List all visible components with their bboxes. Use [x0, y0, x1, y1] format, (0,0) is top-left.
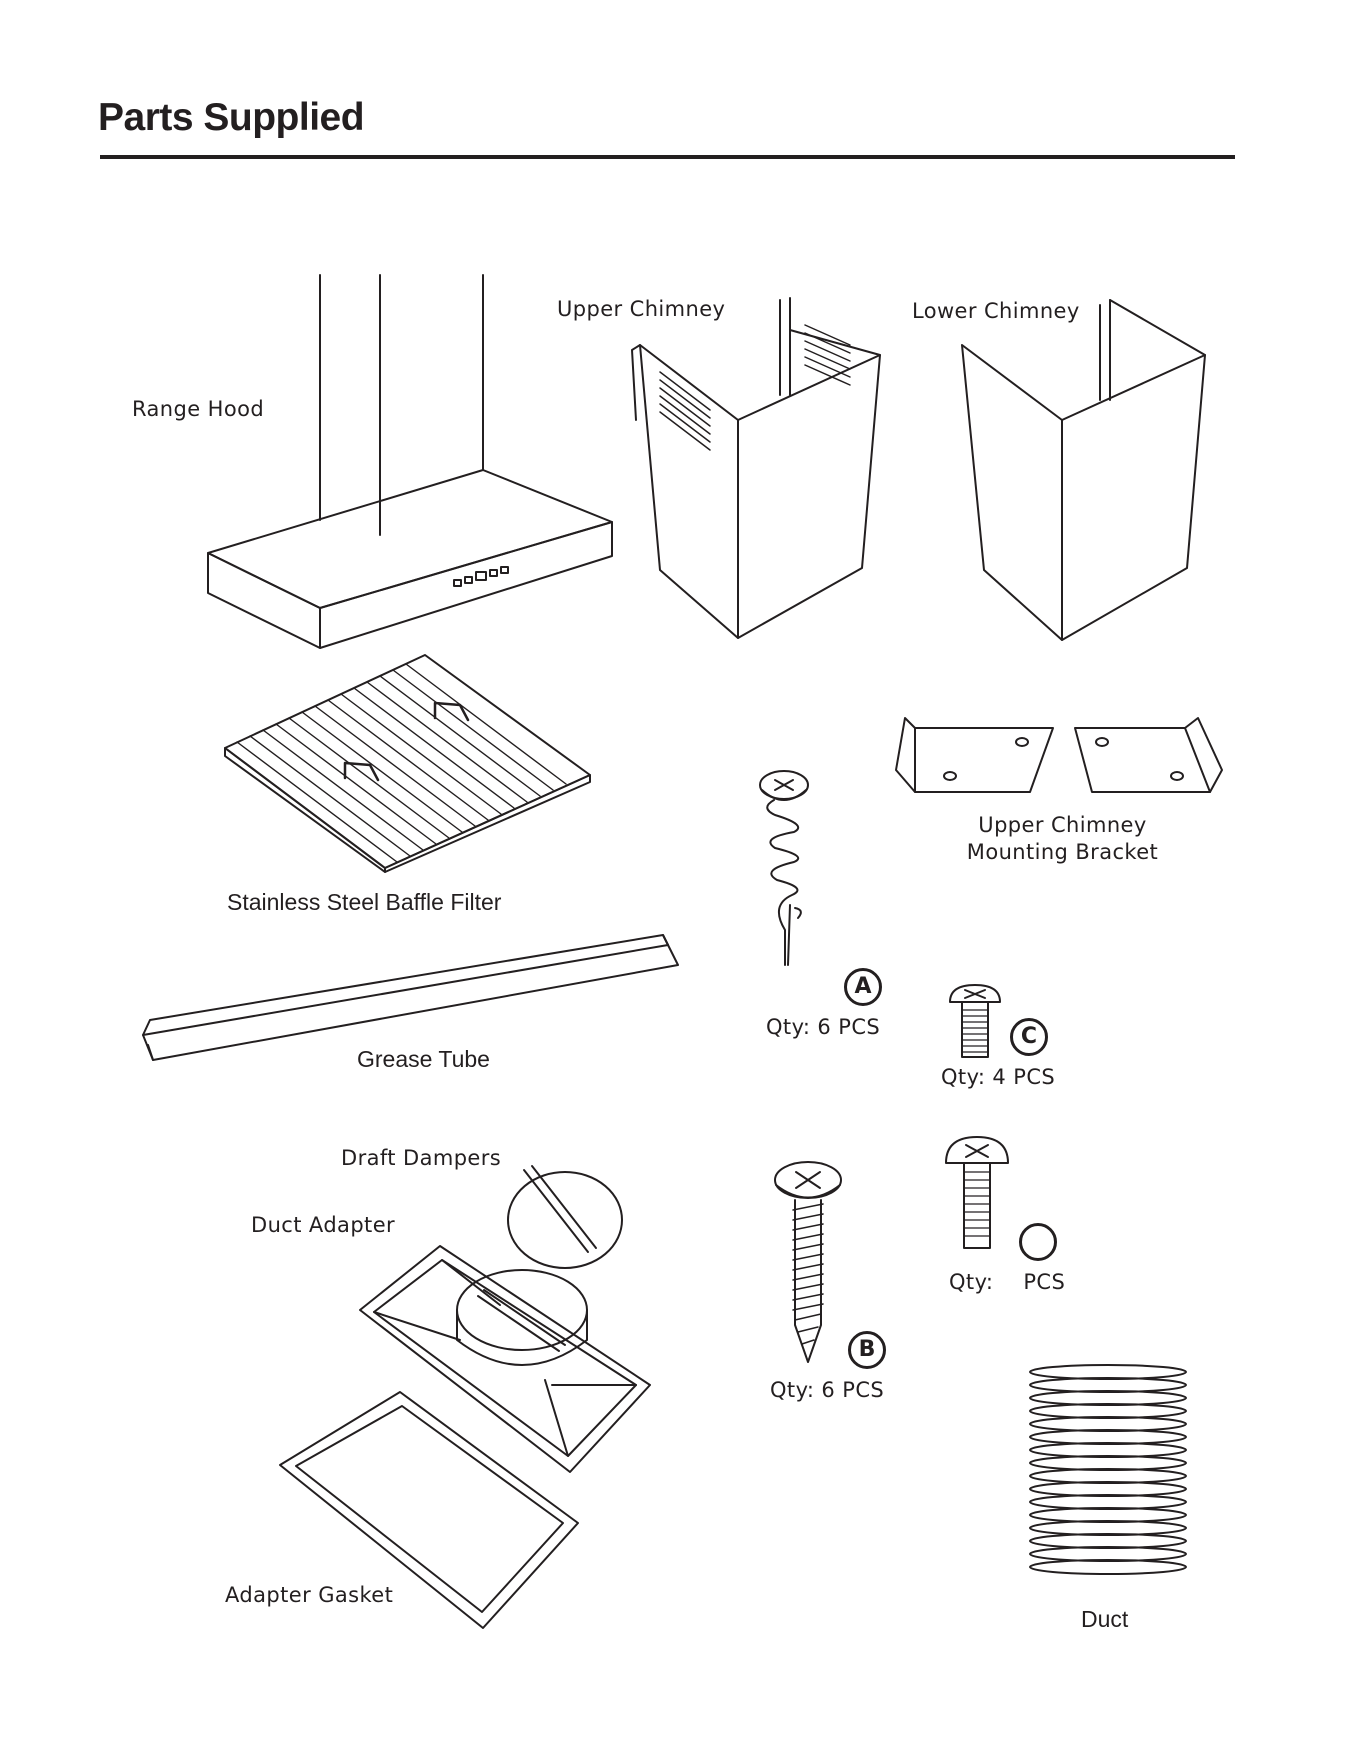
qty-b: Qty: 6 PCS: [770, 1377, 884, 1404]
lower-chimney-drawing: [962, 300, 1205, 640]
grease-tube-drawing: [143, 935, 678, 1060]
label-bracket-line2: Mounting Bracket: [940, 839, 1185, 866]
mounting-bracket-drawing: [896, 718, 1222, 792]
callout-d: [1019, 1223, 1057, 1261]
label-duct: Duct: [1081, 1605, 1128, 1635]
upper-chimney-drawing: [632, 298, 880, 638]
qty-d-unit: PCS: [1023, 1270, 1065, 1294]
label-upper-chimney: Upper Chimney: [557, 296, 725, 323]
callout-b: B: [848, 1331, 886, 1369]
draft-dampers-drawing: [508, 1166, 622, 1268]
label-range-hood: Range Hood: [132, 396, 264, 423]
baffle-filter-drawing: [225, 655, 590, 872]
label-adapter-gasket: Adapter Gasket: [225, 1582, 393, 1609]
callout-c: C: [1010, 1018, 1048, 1056]
qty-d-label: Qty:: [949, 1270, 993, 1294]
label-duct-adapter: Duct Adapter: [251, 1212, 395, 1239]
range-hood-drawing: [208, 275, 612, 648]
screw-a-drawing: [760, 771, 808, 965]
qty-a: Qty: 6 PCS: [766, 1014, 880, 1041]
label-bracket-line1: Upper Chimney: [940, 812, 1185, 839]
duct-drawing: [1030, 1365, 1186, 1574]
qty-c: Qty: 4 PCS: [941, 1064, 1055, 1091]
callout-a: A: [844, 968, 882, 1006]
screw-d-drawing: [946, 1137, 1008, 1248]
screw-b-drawing: [775, 1162, 841, 1362]
label-lower-chimney: Lower Chimney: [912, 298, 1080, 325]
label-grease-tube: Grease Tube: [357, 1045, 490, 1075]
label-baffle-filter: Stainless Steel Baffle Filter: [227, 888, 501, 918]
duct-adapter-drawing: [360, 1246, 650, 1472]
label-draft-dampers: Draft Dampers: [341, 1145, 501, 1172]
label-bracket: Upper Chimney Mounting Bracket: [940, 812, 1185, 867]
screw-c-drawing: [950, 985, 1000, 1057]
qty-d: Qty: PCS: [949, 1269, 1065, 1296]
